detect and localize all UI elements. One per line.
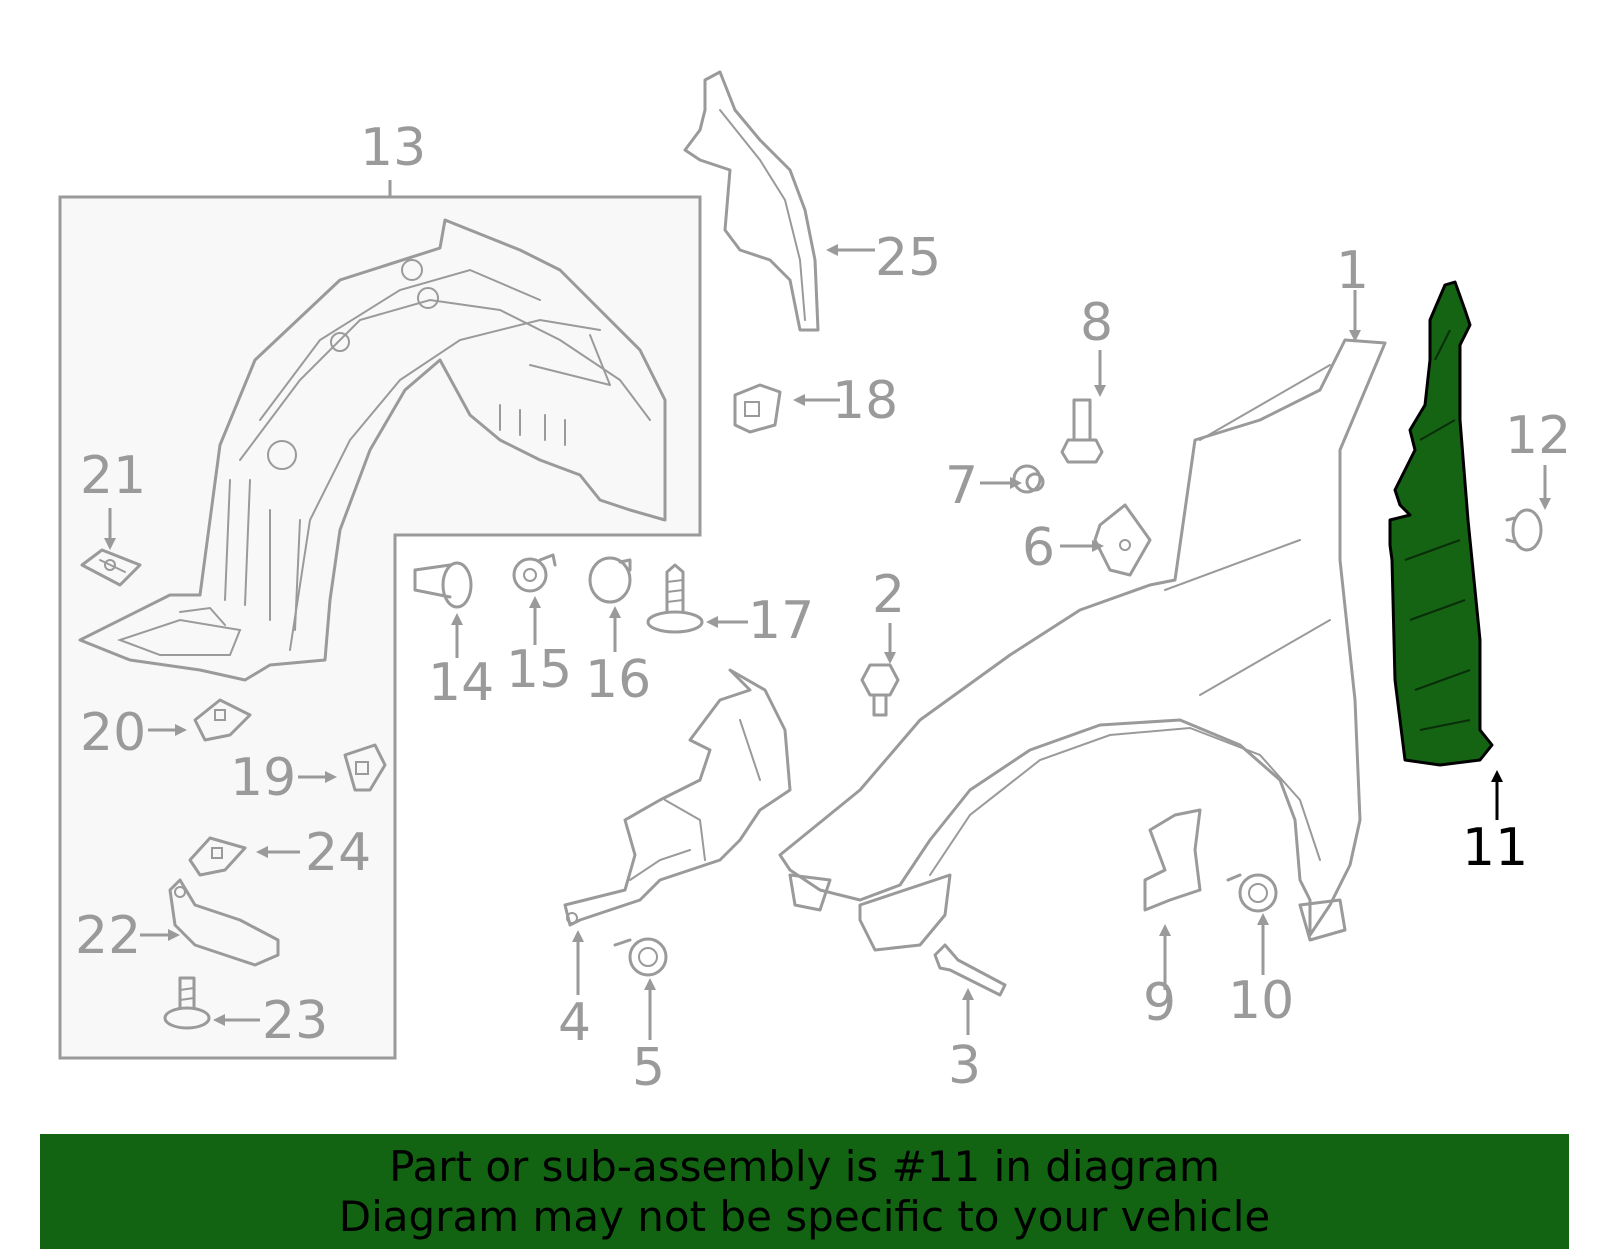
callout-4: 4 — [558, 993, 591, 1053]
clip-12 — [1505, 508, 1543, 552]
callout-15: 15 — [506, 640, 572, 700]
fastener-17 — [646, 563, 704, 634]
callout-5: 5 — [632, 1038, 665, 1098]
callout-7: 7 — [945, 456, 978, 516]
callout-21: 21 — [80, 446, 146, 506]
fastener-3 — [933, 943, 1007, 997]
callout-24: 24 — [305, 823, 371, 883]
callout-1: 1 — [1336, 241, 1369, 301]
part-4-bracket — [563, 668, 792, 927]
leader-lines — [104, 180, 1551, 1040]
callout-10: 10 — [1228, 971, 1294, 1031]
clip-24 — [188, 836, 247, 877]
callout-11: 11 — [1462, 818, 1528, 878]
fastener-23 — [163, 976, 211, 1030]
callout-12: 12 — [1505, 406, 1571, 466]
callout-22: 22 — [75, 906, 141, 966]
callout-25: 25 — [875, 228, 941, 288]
callout-labels: 1 2 3 4 5 6 7 8 9 10 11 12 13 14 15 16 1… — [75, 118, 1571, 1098]
callout-3: 3 — [948, 1036, 981, 1096]
part-9 — [1143, 808, 1202, 912]
bracket-22 — [168, 878, 280, 967]
banner-line-1: Part or sub-assembly is #11 in diagram — [389, 1142, 1220, 1191]
part-25 — [683, 70, 820, 332]
banner-line-2: Diagram may not be specific to your vehi… — [338, 1192, 1271, 1241]
callout-16: 16 — [585, 650, 651, 710]
fastener-7 — [1012, 464, 1045, 494]
callout-19: 19 — [230, 748, 296, 808]
callout-8: 8 — [1080, 293, 1113, 353]
fastener-5 — [613, 937, 668, 977]
callout-13: 13 — [360, 118, 426, 178]
callout-17: 17 — [748, 591, 814, 651]
fastener-8 — [1060, 398, 1104, 464]
info-banner: Part or sub-assembly is #11 in diagram D… — [40, 1134, 1569, 1249]
fastener-10 — [1226, 873, 1278, 913]
fastener-2 — [860, 663, 900, 717]
callout-2: 2 — [872, 565, 905, 625]
clip-16 — [588, 556, 632, 604]
callout-14: 14 — [428, 653, 494, 713]
part-11-highlighted — [1388, 280, 1494, 767]
clip-15 — [512, 553, 557, 593]
callout-23: 23 — [262, 991, 328, 1051]
fender-liner — [78, 218, 667, 682]
callout-18: 18 — [832, 371, 898, 431]
group-box-13 — [58, 195, 702, 1060]
part-18 — [733, 383, 782, 434]
clip-14 — [413, 561, 473, 609]
clip-6 — [1093, 503, 1152, 577]
clip-21 — [80, 548, 142, 587]
clip-19 — [343, 743, 387, 792]
callout-9: 9 — [1143, 973, 1176, 1033]
callout-6: 6 — [1022, 518, 1055, 578]
fender — [778, 338, 1387, 952]
clip-20 — [193, 698, 252, 742]
callout-20: 20 — [80, 703, 146, 763]
